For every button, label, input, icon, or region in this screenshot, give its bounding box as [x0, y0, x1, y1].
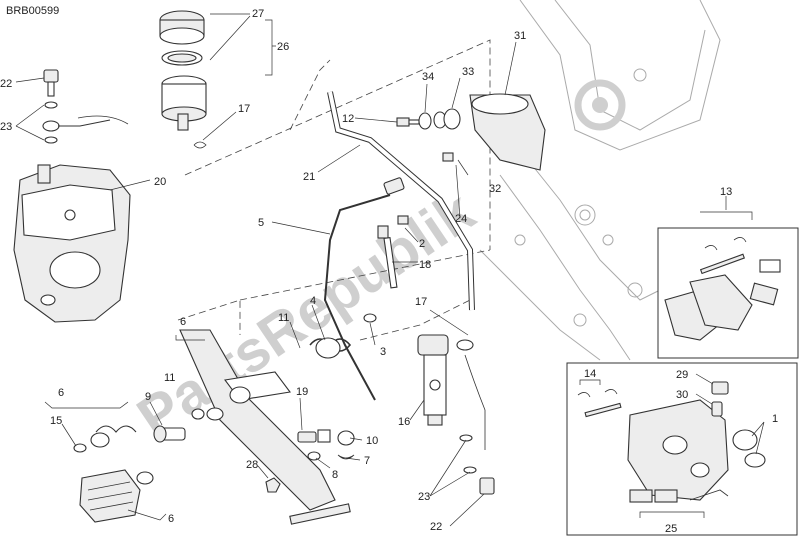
label-22b: 22	[430, 521, 442, 533]
banjo-bolt	[42, 69, 129, 144]
pushrod-clevis	[297, 429, 355, 461]
diagram-code: BRB00599	[6, 5, 59, 17]
frame-outline	[479, 0, 721, 361]
label-6b: 6	[58, 387, 64, 399]
label-14: 14	[584, 368, 596, 380]
label-6c: 6	[168, 513, 174, 525]
label-5: 5	[258, 217, 264, 229]
label-22a: 22	[0, 78, 12, 90]
label-20: 20	[154, 176, 166, 188]
label-6a: 6	[180, 316, 186, 328]
label-23b: 23	[418, 491, 430, 503]
label-16: 16	[398, 416, 410, 428]
label-11b: 11	[164, 372, 175, 384]
label-11a: 11	[278, 312, 289, 324]
label-34: 34	[422, 71, 434, 83]
return-spring	[309, 313, 377, 359]
brake-pipe	[323, 194, 391, 401]
label-32: 32	[489, 183, 501, 195]
label-31: 31	[514, 30, 526, 42]
label-27: 27	[252, 8, 264, 20]
label-24: 24	[455, 213, 467, 225]
pedal-nut	[265, 477, 281, 493]
brake-fluid-reservoir	[159, 10, 207, 149]
label-2: 2	[419, 238, 425, 250]
label-17b: 17	[415, 296, 427, 308]
label-12: 12	[342, 113, 354, 125]
label-23a: 23	[0, 121, 12, 133]
label-33: 33	[462, 66, 474, 78]
watermark: PartsRepublik	[126, 79, 626, 451]
label-25: 25	[665, 523, 677, 535]
label-8: 8	[332, 469, 338, 481]
rear-master-cylinder	[417, 334, 486, 450]
label-26: 26	[277, 41, 289, 53]
label-29: 29	[676, 369, 688, 381]
label-21: 21	[303, 171, 315, 183]
assembly-dashed-lines	[177, 39, 491, 341]
label-4: 4	[310, 295, 316, 307]
label-1: 1	[772, 413, 778, 425]
caliper-kit	[577, 381, 766, 503]
gear-icon	[574, 79, 626, 131]
rear-brake-caliper	[13, 164, 131, 323]
label-28: 28	[246, 459, 258, 471]
label-9: 9	[145, 391, 151, 403]
brake-pedal	[179, 329, 351, 525]
label-13: 13	[720, 186, 732, 198]
lower-banjo-bolt	[459, 434, 495, 495]
label-7: 7	[364, 455, 370, 467]
brake-pads	[664, 237, 781, 341]
label-30: 30	[676, 389, 688, 401]
label-3: 3	[380, 346, 386, 358]
footpeg-assembly	[73, 425, 154, 523]
label-15: 15	[50, 415, 62, 427]
label-18: 18	[419, 259, 431, 271]
label-17a: 17	[238, 103, 250, 115]
bracket-assembly	[396, 93, 546, 171]
label-19: 19	[296, 386, 308, 398]
label-10: 10	[366, 435, 378, 447]
part-number-labels: 27 26 17 22 23 20 21 12 34 33 31 32 24 5…	[0, 8, 778, 535]
pedal-pivot-pin	[153, 425, 186, 443]
